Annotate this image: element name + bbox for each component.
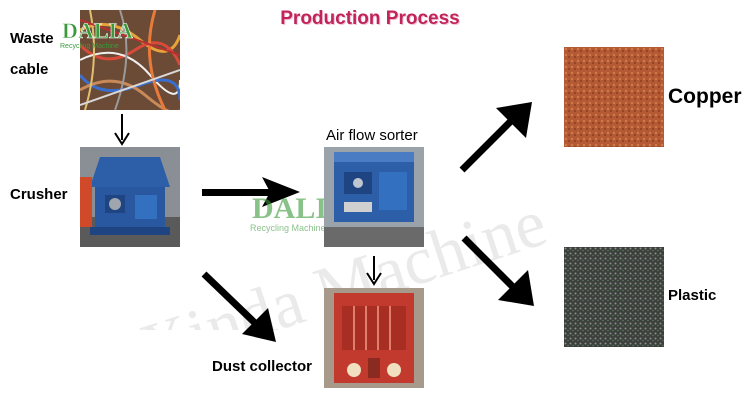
copper-image [564, 47, 664, 147]
logo-sub: Recycling Machine [60, 43, 119, 50]
waste-cable-label: Waste cable [10, 30, 54, 78]
waste-label-line2: cable [10, 61, 49, 78]
air-flow-sorter-image [324, 147, 424, 247]
dalia-logo-mark: DALIA Recycling Machine [60, 18, 133, 50]
arrow-sorter-to-plastic [461, 235, 534, 306]
logo-text: DALIA [62, 18, 133, 43]
dust-collector-image [324, 288, 424, 388]
copper-label: Copper [668, 85, 742, 108]
waste-cable-image [80, 10, 180, 110]
air-flow-sorter-label: Air flow sorter [326, 127, 418, 144]
page-title: Production Process [280, 8, 460, 29]
dalia-logo: DALIA Recycling Machine [58, 18, 158, 50]
air-flow-sorter-photo [324, 147, 424, 247]
dust-collector-photo [324, 288, 424, 388]
waste-cable-photo [80, 10, 180, 110]
crusher-photo [80, 147, 180, 247]
arrow-sorter-to-copper [459, 102, 532, 173]
arrow-waste-to-crusher [114, 114, 130, 146]
crusher-label: Crusher [10, 186, 68, 203]
plastic-image [564, 247, 664, 347]
copper-photo [564, 47, 664, 147]
crusher-image [80, 147, 180, 247]
arrow-crusher-to-sorter [202, 177, 300, 207]
arrow-sorter-to-collector [366, 256, 382, 286]
plastic-photo [564, 247, 664, 347]
dust-collector-label: Dust collector [212, 358, 313, 375]
arrow-crusher-to-collector [201, 271, 276, 342]
plastic-label: Plastic [668, 287, 717, 304]
waste-label-line1: Waste [10, 30, 54, 47]
logo-watermark-sub: Recycling Machine [250, 223, 326, 233]
